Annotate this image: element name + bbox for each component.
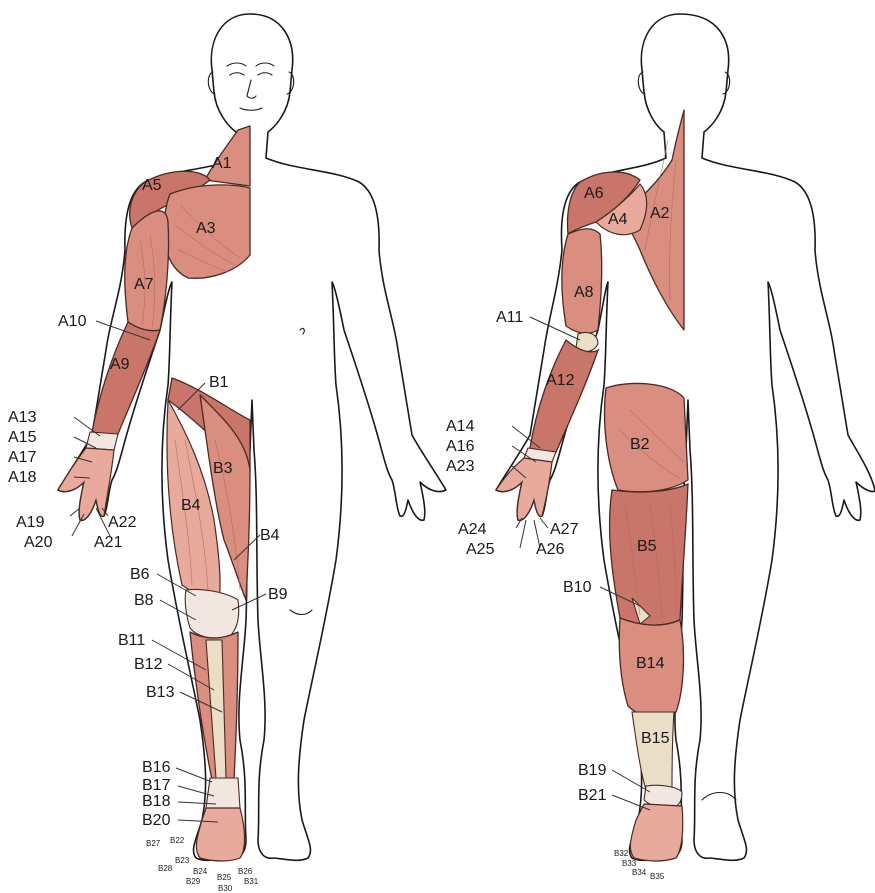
label-b21: B21: [578, 787, 607, 804]
label-b35: B35: [650, 872, 665, 881]
label-b15: B15: [641, 730, 670, 747]
label-b31: B31: [244, 877, 259, 886]
label-b16: B16: [142, 759, 171, 776]
muscle-b20-foot: [196, 808, 244, 861]
band-b8-knee: [185, 589, 239, 637]
muscle-b21-foot: [630, 804, 682, 861]
label-b34: B34: [632, 868, 647, 877]
label-b5: B5: [637, 538, 657, 555]
label-a2: A2: [650, 205, 670, 222]
label-b32: B32: [614, 849, 629, 858]
label-b28: B28: [158, 864, 173, 873]
label-b8: B8: [134, 592, 154, 609]
label-a15: A15: [8, 429, 37, 446]
label-b1: B1: [209, 374, 229, 391]
label-a4: A4: [608, 211, 628, 228]
label-b14: B14: [636, 655, 665, 672]
label-b3: B3: [213, 460, 233, 477]
label-a11: A11: [496, 309, 523, 326]
label-a25: A25: [466, 541, 495, 558]
label-a20: A20: [24, 534, 53, 551]
label-b18: B18: [142, 793, 171, 810]
back-figure: [496, 14, 875, 861]
front-muscles: [58, 126, 250, 861]
label-a9: A9: [110, 356, 130, 373]
band-a13-wrist: [86, 432, 118, 450]
label-b26: B26: [238, 867, 253, 876]
label-a7: A7: [134, 276, 154, 293]
label-a16: A16: [446, 438, 475, 455]
label-b4-inner: B4: [181, 497, 201, 514]
label-a10: A10: [58, 313, 87, 330]
label-b19: B19: [578, 762, 607, 779]
muscle-a8-triceps: [562, 229, 602, 334]
muscle-a16-hand: [496, 458, 552, 520]
label-a21: A21: [94, 534, 123, 551]
label-a22: A22: [108, 514, 137, 531]
front-figure: [58, 14, 446, 861]
label-b17: B17: [142, 777, 171, 794]
label-b23: B23: [175, 856, 190, 865]
label-b6: B6: [130, 566, 150, 583]
label-a14: A14: [446, 418, 475, 435]
label-a23: A23: [446, 458, 475, 475]
label-a13: A13: [8, 409, 37, 426]
label-a27: A27: [550, 521, 579, 538]
label-a19: A19: [16, 514, 45, 531]
label-a12: A12: [546, 372, 575, 389]
label-a18: A18: [8, 469, 37, 486]
label-b2: B2: [630, 436, 650, 453]
label-b25: B25: [217, 873, 232, 882]
back-muscles: [496, 110, 688, 861]
label-b22: B22: [170, 836, 185, 845]
label-b11: B11: [118, 632, 145, 649]
label-a17: A17: [8, 449, 37, 466]
label-b12: B12: [134, 656, 163, 673]
label-b20: B20: [142, 812, 171, 829]
label-b33: B33: [622, 859, 637, 868]
label-b9: B9: [268, 586, 288, 603]
label-b29: B29: [186, 877, 201, 886]
label-a6: A6: [584, 185, 604, 202]
label-b27: B27: [146, 839, 161, 848]
label-b13: B13: [146, 684, 175, 701]
label-a5: A5: [142, 177, 162, 194]
label-b30: B30: [218, 884, 233, 893]
label-a24: A24: [458, 521, 487, 538]
label-b24: B24: [193, 867, 208, 876]
muscle-a7-upper-arm: [125, 211, 169, 331]
label-a3: A3: [196, 220, 216, 237]
label-b4-outer: B4: [260, 527, 280, 544]
label-a26: A26: [536, 541, 565, 558]
tendon-b15-achilles: [632, 712, 674, 790]
label-a1: A1: [212, 155, 232, 172]
label-a8: A8: [574, 284, 594, 301]
muscle-a18-hand: [58, 448, 114, 520]
label-b10: B10: [563, 579, 592, 596]
